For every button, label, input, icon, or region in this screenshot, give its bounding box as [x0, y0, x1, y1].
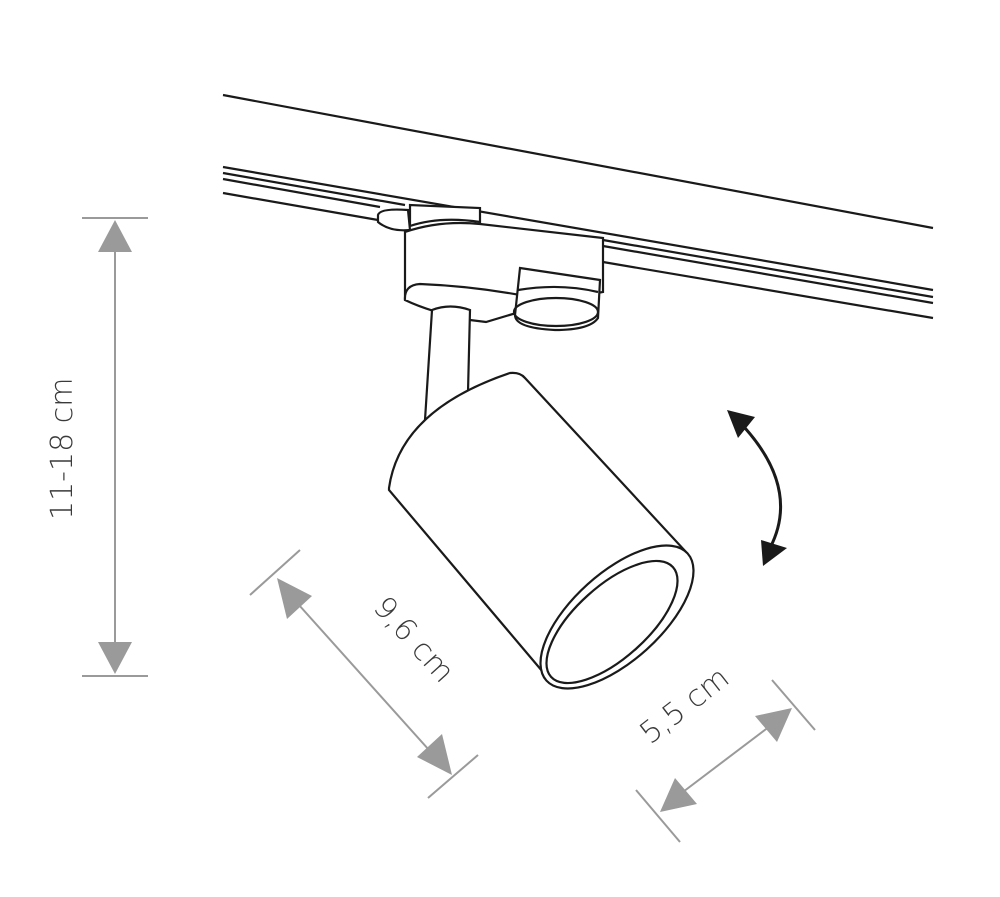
- height-label: 11-18 cm: [45, 378, 80, 520]
- length-dimension: [249, 549, 479, 799]
- track-adapter: [376, 203, 605, 332]
- rotation-arrow-icon: [727, 410, 787, 566]
- diameter-dimension: [635, 679, 816, 843]
- diameter-label: 5,5 cm: [633, 660, 736, 751]
- spotlight-cylinder: [387, 371, 695, 690]
- track-rail: [222, 93, 934, 320]
- stem: [423, 305, 472, 423]
- height-dimension: [82, 217, 148, 677]
- length-label: 9,6 cm: [366, 590, 461, 690]
